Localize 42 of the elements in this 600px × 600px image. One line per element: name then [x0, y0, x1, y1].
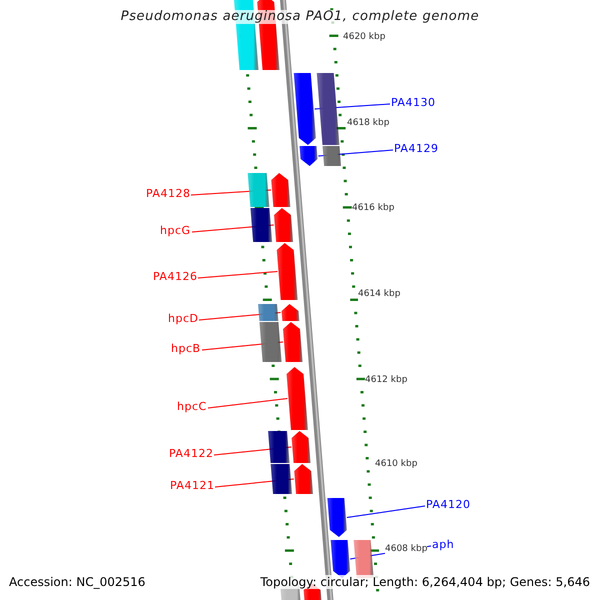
gene-feature	[292, 431, 311, 463]
accession-text: Accession: NC_002516	[9, 575, 146, 589]
leader-line	[318, 150, 394, 156]
scale-label: 4614 kbp	[358, 287, 400, 301]
gene-label: hpcG	[160, 224, 191, 238]
leader-line	[198, 312, 282, 320]
scale-label: 4618 kbp	[347, 116, 390, 130]
scale-label: 4616 kbp	[352, 201, 394, 215]
gene-label: aph	[432, 538, 454, 552]
gene-feature	[327, 498, 347, 537]
genome-info-text: Topology: circular; Length: 6,264,404 bp; Genes: 5,646	[260, 575, 590, 589]
category-box	[250, 208, 272, 242]
gene-label: PA4120	[426, 498, 470, 512]
gene-label: PA4128	[146, 187, 190, 201]
category-box	[270, 464, 292, 494]
gene-feature	[274, 208, 294, 242]
scale-label: 4620 kbp	[343, 30, 386, 44]
category-box	[354, 540, 374, 578]
category-box	[322, 146, 342, 166]
category-box	[258, 304, 278, 321]
gene-label: PA4121	[170, 479, 214, 493]
scale-label: 4610 kbp	[375, 457, 418, 471]
gene-label: hpcD	[168, 312, 198, 326]
gene-label: hpcC	[177, 400, 207, 414]
gene-feature	[271, 173, 290, 207]
scale-label: 4608 kbp	[385, 542, 428, 556]
leader-line	[346, 506, 426, 518]
scale-label: 4612 kbp	[365, 373, 408, 387]
gene-label: PA4126	[153, 270, 198, 284]
gene-feature	[276, 243, 298, 300]
gene-label: PA4130	[391, 96, 436, 110]
category-box	[268, 431, 290, 463]
leader-line	[198, 271, 278, 278]
category-box	[259, 322, 282, 362]
leader-line	[208, 398, 288, 408]
category-box	[248, 173, 270, 207]
gene-label: PA4122	[169, 447, 214, 461]
gene-label: PA4129	[394, 142, 438, 156]
gene-feature	[294, 464, 314, 494]
gene-feature	[330, 540, 350, 578]
gene-feature	[300, 146, 318, 166]
gene-label: hpcB	[171, 342, 201, 356]
